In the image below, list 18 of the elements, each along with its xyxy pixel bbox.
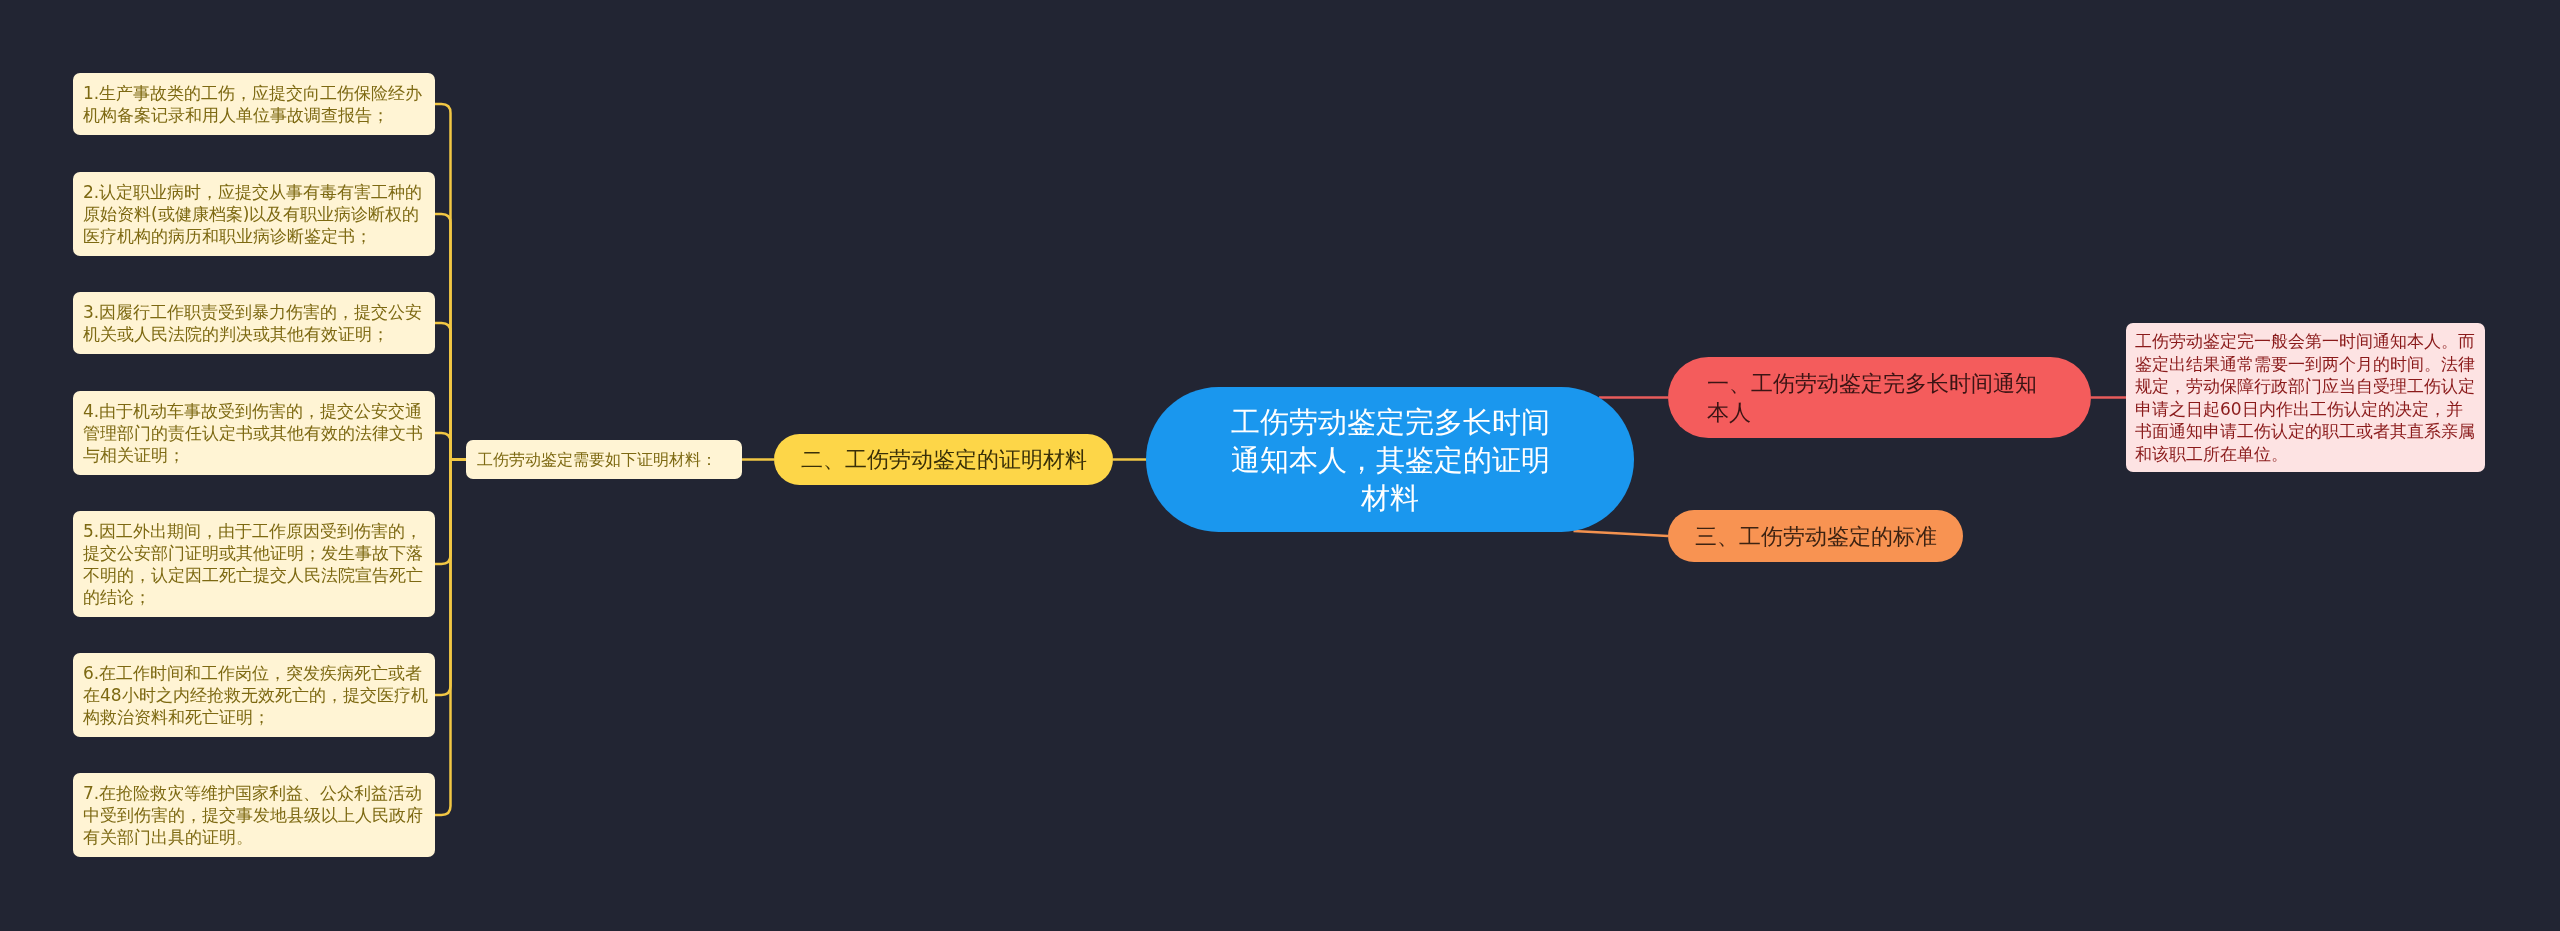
connector-line [1113,458,1146,461]
list-card: 7.在抢险救灾等维护国家利益、公众利益活动中受到伤害的，提交事发地县级以上人民政府有关部门出具的证明。 [73,773,435,857]
topic-bubble: 工伤劳动鉴定完多长时间通知本人，其鉴定的证明材料 [1146,387,1634,532]
connector-line [1573,529,1669,538]
note-card: 工伤劳动鉴定完一般会第一时间通知本人。而鉴定出结果通常需要一到两个月的时间。法律规定，劳动保障行政部门应当自受理工伤认定申请之日起60日内作出工伤认定的决定，并书面通知申请工伤认定的职工或者其直系亲属和该职工所在单位。 [2126,323,2485,472]
branch-pill: 三、工伤劳动鉴定的标准 [1668,510,1963,562]
list-card: 1.生产事故类的工伤，应提交向工伤保险经办机构备案记录和用人单位事故调查报告； [73,73,435,135]
list-card: 3.因履行工作职责受到暴力伤害的，提交公安机关或人民法院的判决或其他有效证明； [73,292,435,354]
list-card: 2.认定职业病时，应提交从事有毒有害工种的原始资料(或健康档案)以及有职业病诊断权的医疗机构的病历和职业病诊断鉴定书； [73,172,435,256]
list-card: 5.因工外出期间，由于工作原因受到伤害的，提交公安部门证明或其他证明；发生事故下落不明的，认定因工死亡提交人民法院宣告死亡的结论； [73,511,435,617]
branch-pill: 一、工伤劳动鉴定完多长时间通知本人 [1668,357,2091,438]
connector-line [1599,396,1668,399]
branch-pill: 二、工伤劳动鉴定的证明材料 [774,434,1113,485]
list-card: 4.由于机动车事故受到伤害的，提交公安交通管理部门的责任认定书或其他有效的法律文书与相关证明； [73,391,435,475]
connector-line [2091,396,2126,399]
list-card: 6.在工作时间和工作岗位，突发疾病死亡或者在48小时之内经抢救无效死亡的，提交医疗机构救治资料和死亡证明； [73,653,435,737]
note-card: 工伤劳动鉴定需要如下证明材料： [466,440,742,479]
connector-line [742,458,774,461]
